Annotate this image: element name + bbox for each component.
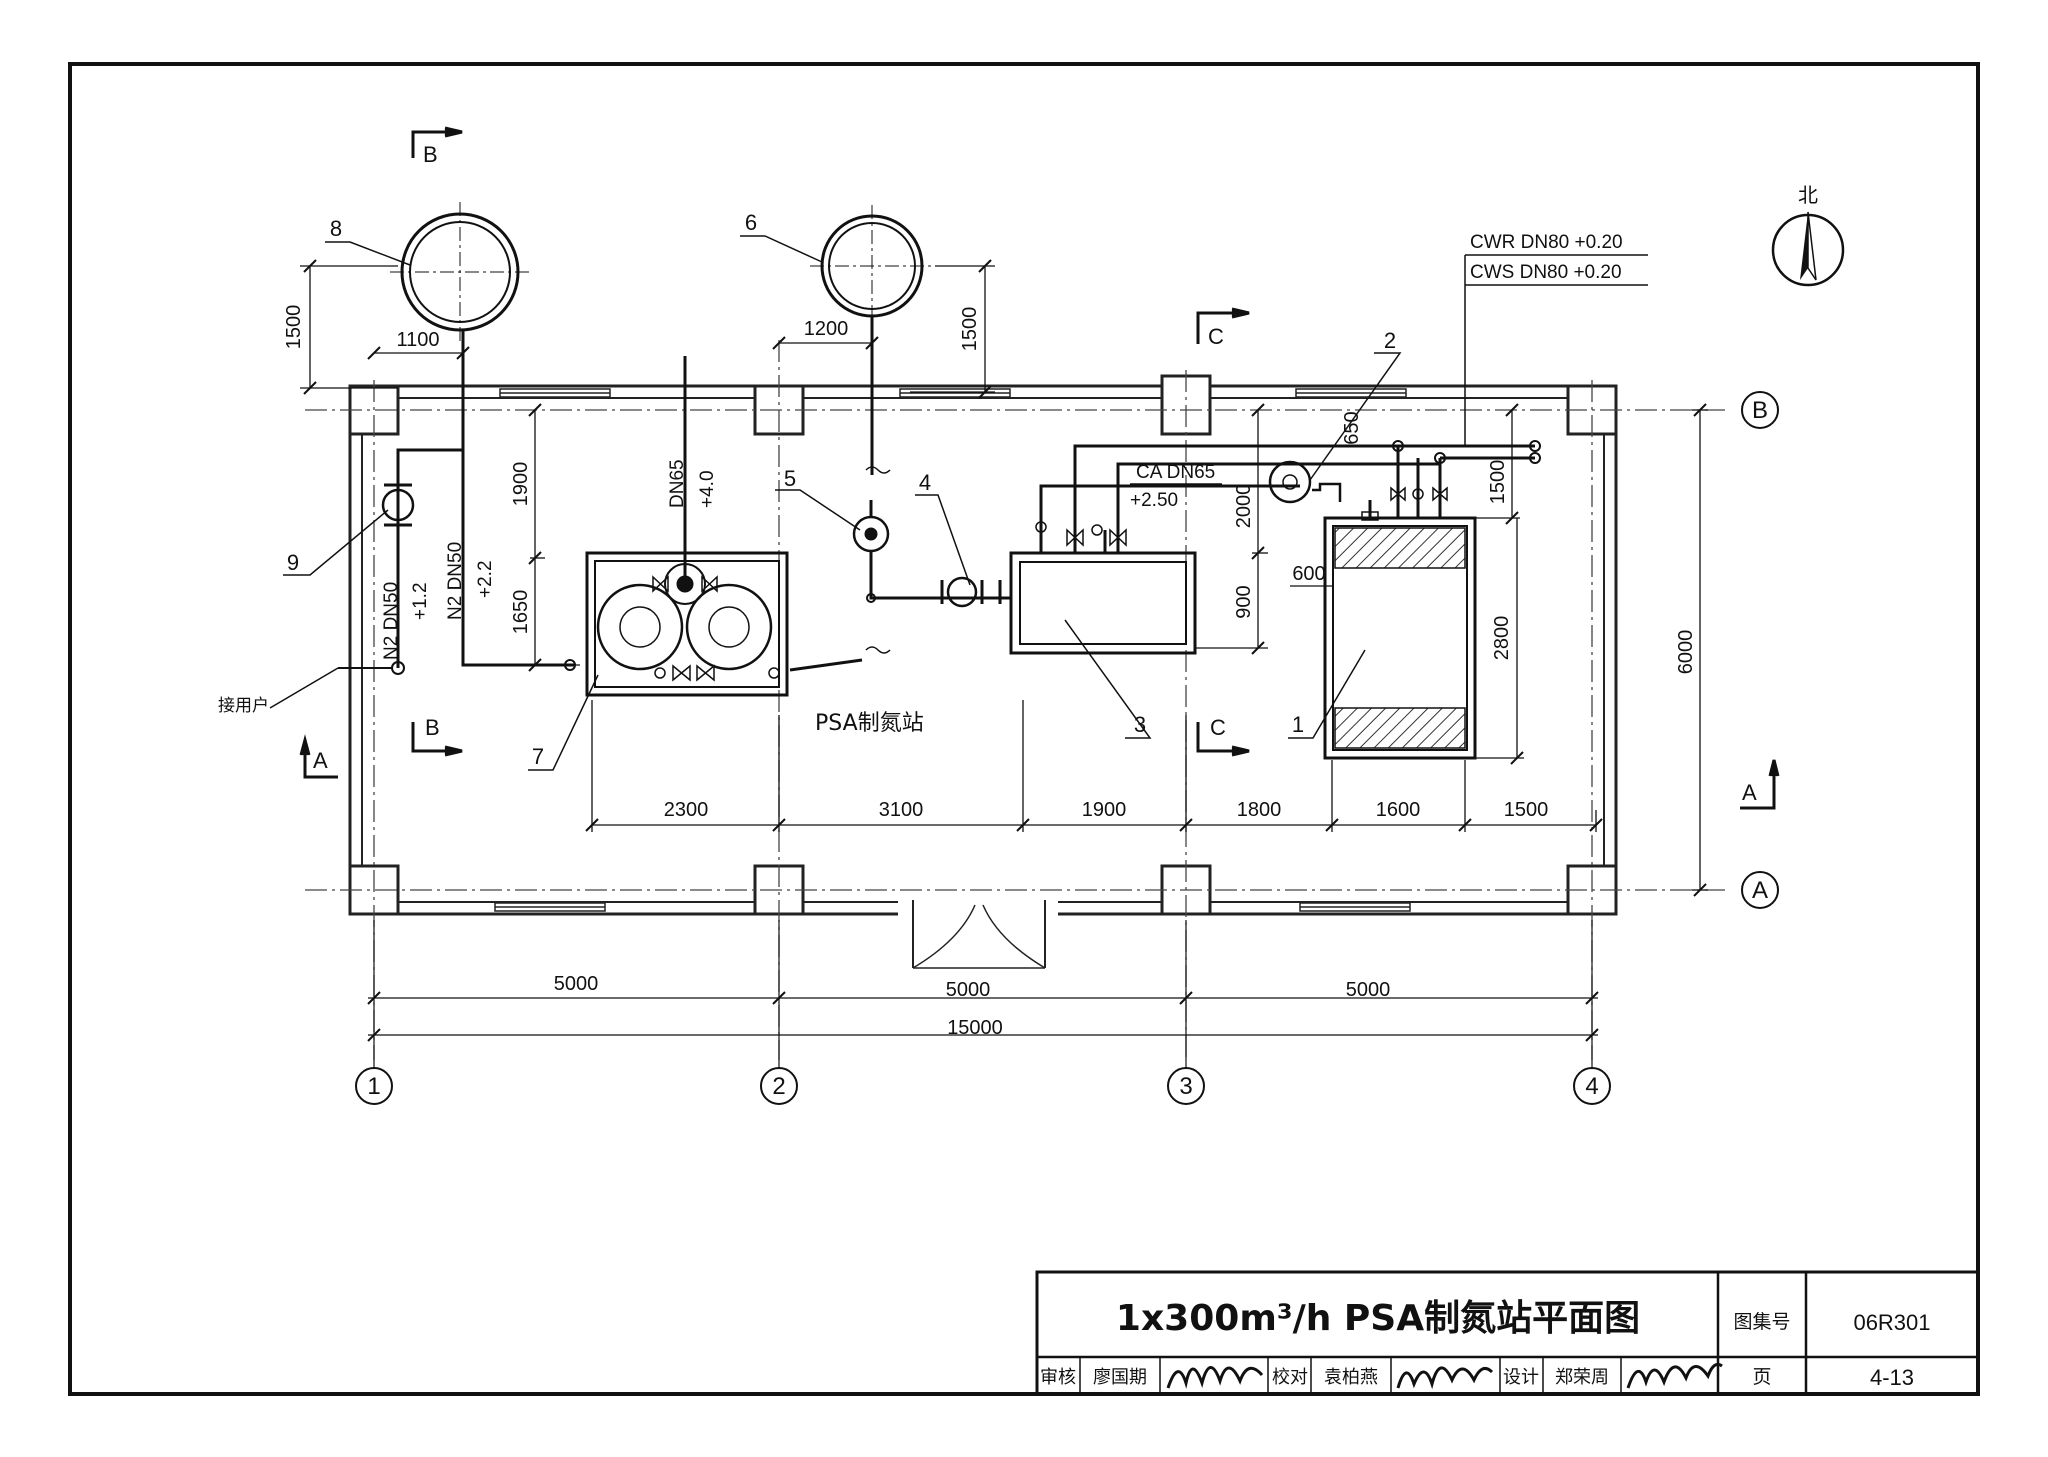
dimension-ticks <box>303 259 1707 1042</box>
dim-1100: 1100 <box>396 329 439 351</box>
dim-1900-b: 1900 <box>1082 799 1127 821</box>
dn65-elevation: +4.0 <box>697 470 718 508</box>
reviewer-name: 廖国期 <box>1093 1367 1147 1387</box>
axis-B: B <box>1752 397 1768 424</box>
section-b-bottom: B <box>425 715 440 740</box>
drawing-title: 1x300m³/h PSA制氮站平面图 <box>1116 1298 1640 1339</box>
page-label: 页 <box>1752 1366 1771 1388</box>
adsorber-1 <box>1323 516 1477 760</box>
tag-2: 2 <box>1384 328 1396 353</box>
axis-1: 1 <box>367 1073 380 1100</box>
dim-3100: 3100 <box>879 799 924 821</box>
north-label: 北 <box>1798 183 1818 207</box>
dim-1900: 1900 <box>510 462 532 507</box>
tank-6 <box>810 205 935 328</box>
dim-2000: 2000 <box>1233 484 1255 529</box>
tag-4: 4 <box>919 470 931 495</box>
designer-name: 郑荣周 <box>1555 1367 1609 1387</box>
user-connection-label: 接用户 <box>218 696 269 716</box>
dim-1500-right: 1500 <box>1487 460 1509 505</box>
n2-elevation-a: +1.2 <box>410 582 431 620</box>
pipe-labels: CWR DN80 +0.20 CWS DN80 +0.20 CA DN65 +2… <box>381 232 1648 660</box>
page-number: 4-13 <box>1870 1365 1914 1390</box>
dim-15000: 15000 <box>947 1017 1003 1039</box>
tag-1: 1 <box>1292 712 1304 737</box>
valve-4 <box>940 576 1002 608</box>
axis-4: 4 <box>1585 1073 1598 1100</box>
atlas-label: 图集号 <box>1733 1311 1790 1333</box>
dn65-label: DN65 <box>667 459 688 508</box>
tag-6: 6 <box>745 210 757 235</box>
room-label: PSA制氮站 <box>815 711 924 736</box>
axis-bubbles: 1 2 3 4 B A <box>355 391 1779 1105</box>
title-block <box>1035 1270 1980 1396</box>
tag-7: 7 <box>532 744 544 769</box>
dimension-lines <box>300 265 1708 1036</box>
tag-9: 9 <box>287 550 299 575</box>
dim-600: 600 <box>1292 563 1325 585</box>
dim-1500-left: 1500 <box>283 305 305 350</box>
dim-2300: 2300 <box>664 799 709 821</box>
receiver-tank-3 <box>1009 551 1197 655</box>
north-arrow: 北 <box>1771 183 1845 287</box>
dim-2800: 2800 <box>1491 616 1513 661</box>
axis-2: 2 <box>772 1073 785 1100</box>
dim-1600: 1600 <box>1376 799 1421 821</box>
checker-name: 袁柏燕 <box>1324 1367 1378 1387</box>
equipment-tags: 8 6 2 4 5 9 7 3 1 <box>287 210 1396 769</box>
section-b-top: B <box>423 142 438 167</box>
section-marks: B B C C A A <box>299 126 1780 810</box>
vessel-2 <box>1268 460 1342 504</box>
tag-3: 3 <box>1134 712 1146 737</box>
filter-5 <box>852 515 890 553</box>
cws-label: CWS DN80 +0.20 <box>1470 262 1622 283</box>
drawing-frame <box>68 62 1980 1396</box>
section-c-top: C <box>1208 324 1224 349</box>
n2-dn50-label-b: N2 DN50 <box>445 542 466 620</box>
dim-1500-b: 1500 <box>1504 799 1549 821</box>
dimension-texts: 1100 1500 1200 1500 1900 1650 650 2000 9… <box>283 305 1697 1039</box>
dim-5000-a: 5000 <box>554 973 599 995</box>
axis-3: 3 <box>1179 1073 1192 1100</box>
dim-1200: 1200 <box>804 318 849 340</box>
dim-900: 900 <box>1233 585 1255 618</box>
dim-5000-b: 5000 <box>946 979 991 1001</box>
axis-A: A <box>1752 877 1768 904</box>
signatures <box>1166 1362 1723 1390</box>
n2-dn50-label-a: N2 DN50 <box>381 582 402 660</box>
review-label: 审核 <box>1040 1367 1076 1387</box>
dim-1800: 1800 <box>1237 799 1282 821</box>
dim-1500-mid: 1500 <box>959 307 981 352</box>
dim-650: 650 <box>1341 411 1363 444</box>
dimension-extensions <box>373 920 1593 1068</box>
design-label: 设计 <box>1503 1367 1539 1387</box>
n2-elevation-b: +2.2 <box>475 560 496 598</box>
section-a-left: A <box>313 748 328 773</box>
tank-8 <box>390 202 530 342</box>
section-c-bottom: C <box>1210 715 1226 740</box>
tag-5: 5 <box>784 466 796 491</box>
cwr-label: CWR DN80 +0.20 <box>1470 232 1623 253</box>
compressor-unit-7 <box>585 551 789 697</box>
dim-5000-c: 5000 <box>1346 979 1391 1001</box>
check-label: 校对 <box>1272 1367 1308 1387</box>
dim-6000: 6000 <box>1675 630 1697 675</box>
tag-8: 8 <box>330 216 342 241</box>
section-a-right: A <box>1742 780 1757 805</box>
instrument-valves <box>1035 486 1448 547</box>
tag-leaders <box>269 235 1402 771</box>
dim-1650: 1650 <box>510 590 532 635</box>
ca-elevation: +2.50 <box>1130 490 1178 511</box>
ca-label: CA DN65 <box>1136 462 1215 483</box>
atlas-number: 06R301 <box>1853 1310 1930 1335</box>
